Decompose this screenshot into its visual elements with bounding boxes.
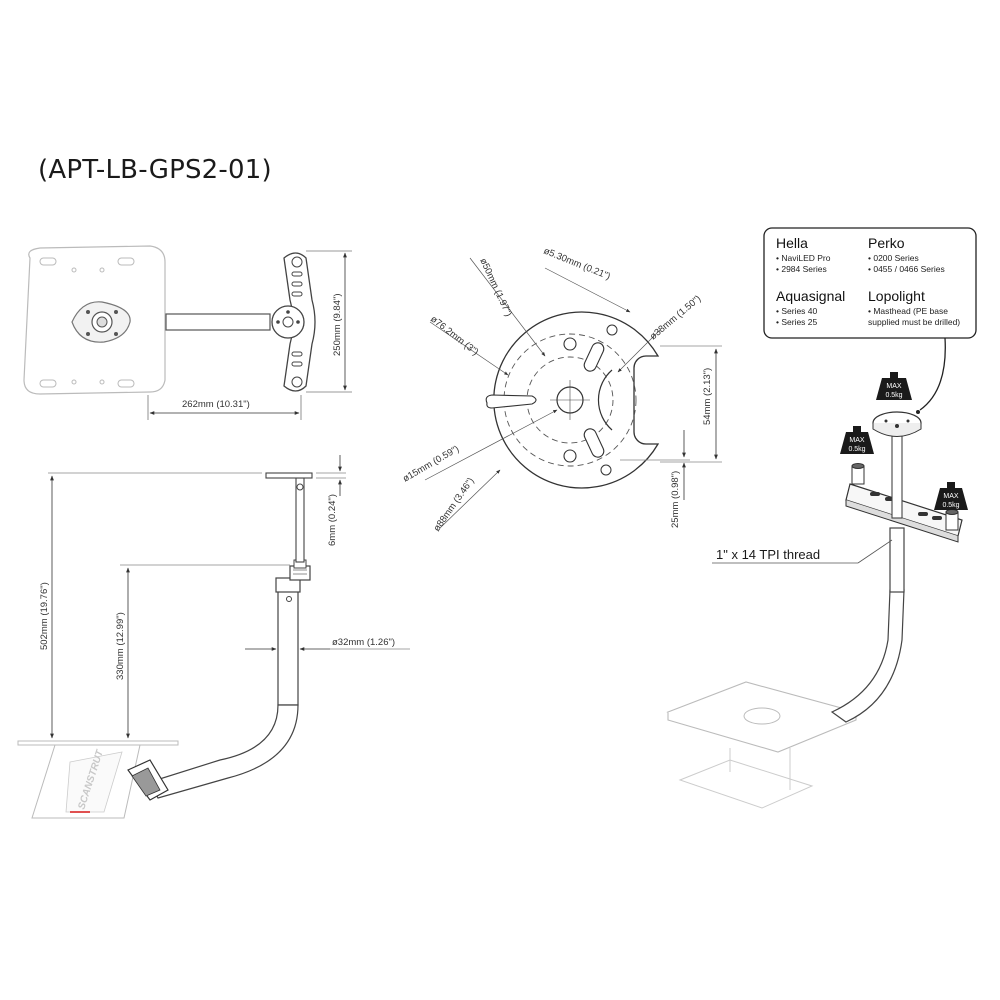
brand-name: Lopolight [868, 288, 925, 304]
brand-name: Perko [868, 235, 905, 251]
weight-limit-label: MAX [886, 383, 902, 390]
weight-icon [876, 378, 912, 400]
brand-model: • 0455 / 0466 Series [868, 264, 945, 274]
tube-bend [149, 704, 299, 799]
brand-model: • Series 25 [776, 317, 818, 327]
dim-width-label: 262mm (10.31") [182, 399, 250, 410]
dim-outer-label: ø88mm (3.46") [431, 476, 476, 534]
dim-bolt-circle-label: ø76.2mm (3") [428, 314, 480, 358]
mounting-plate-detail [424, 257, 722, 529]
brand-model: • Masthead (PE base [868, 306, 948, 316]
weight-limit-label: MAX [943, 493, 959, 500]
top-view-drawing [23, 245, 352, 420]
dim-offset-label: 25mm (0.98") [670, 471, 681, 528]
dim-cutout-height-label: 54mm (2.13") [702, 368, 713, 425]
dim-slot-label: ø5.30mm (0.21") [542, 246, 612, 283]
isometric-view-drawing [666, 372, 968, 809]
light-mount-plate [265, 472, 313, 479]
brand-model: • 2984 Series [776, 264, 827, 274]
arm-tube [165, 313, 271, 331]
brand-name: Hella [776, 235, 808, 251]
dim-height-label: 250mm (9.84") [332, 293, 343, 356]
compatibility-box [763, 227, 977, 414]
dim-plate-thickness-label: 6mm (0.24") [327, 494, 338, 546]
dim-tube-diameter-label: ø32mm (1.26") [332, 637, 395, 648]
weight-icon [934, 488, 968, 510]
weight-limit-label: 0.5kg [885, 392, 902, 399]
weight-limit-label: 0.5kg [848, 446, 865, 453]
dim-total-height-label: 502mm (19.76") [39, 582, 50, 650]
product-code-title: (APT-LB-GPS2-01) [38, 155, 272, 185]
side-view-drawing [17, 455, 410, 819]
brand-name: Aquasignal [776, 288, 845, 304]
weight-limit-label: MAX [849, 437, 865, 444]
upper-stem [295, 477, 305, 563]
brand-model: • NaviLED Pro [776, 253, 831, 263]
brand-model: • 0200 Series [868, 253, 919, 263]
thread-spec-label: 1" x 14 TPI thread [716, 547, 820, 562]
brand-model: • Series 40 [776, 306, 818, 316]
dim-inner-circle-label: ø50mm (1.97") [477, 257, 514, 319]
dim-cutout-label: ø38mm (1.50") [648, 293, 703, 342]
brand-model: supplied must be drilled) [868, 317, 960, 327]
dim-center-hole-label: ø15mm (0.59") [401, 444, 461, 485]
dim-upper-height-label: 330mm (12.99") [115, 612, 126, 680]
weight-limit-label: 0.5kg [942, 502, 959, 509]
vertical-tube [277, 589, 299, 706]
iso-tube [830, 589, 905, 723]
weight-icon [840, 432, 874, 454]
